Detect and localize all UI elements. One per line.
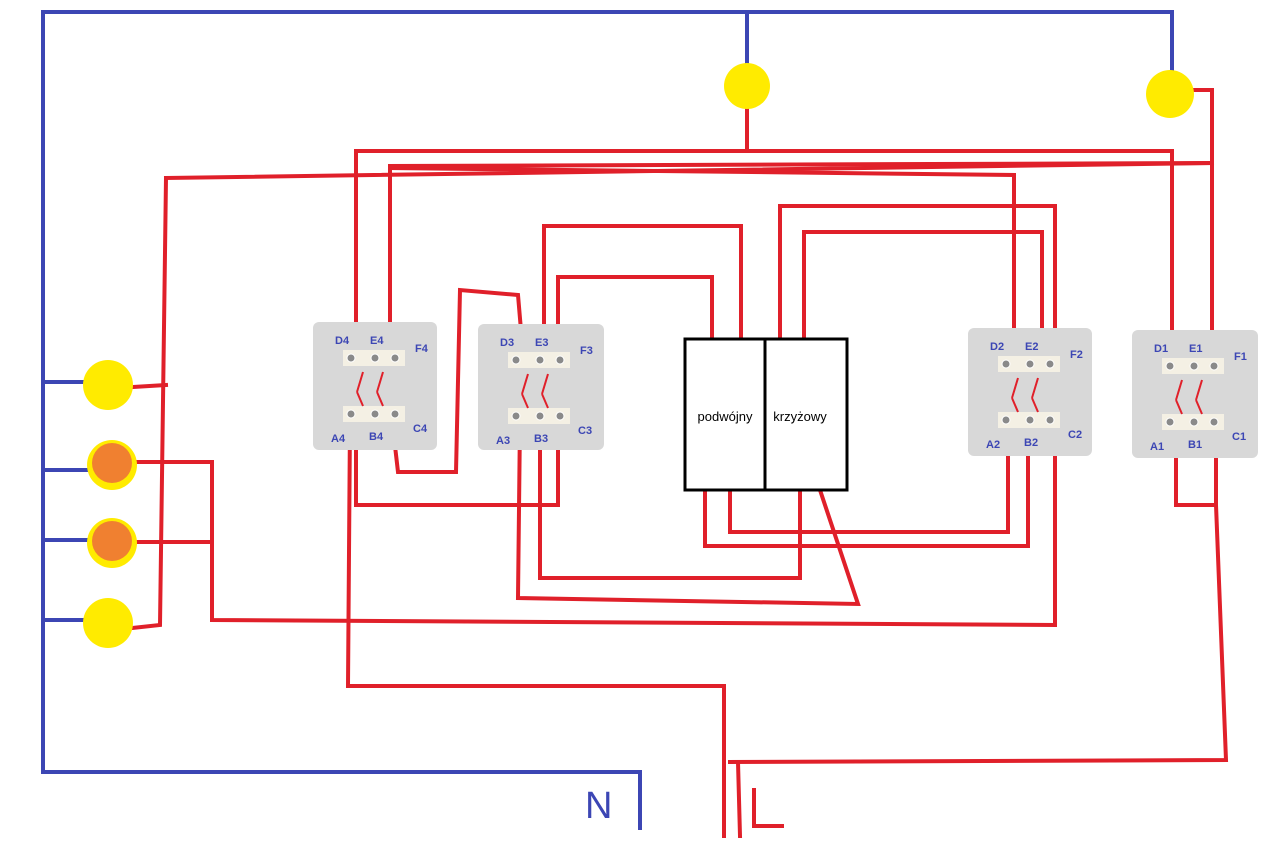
terminal-screw [511,411,521,421]
terminal-label: F2 [1070,349,1083,361]
lamp-left-1 [83,360,133,410]
contact-line [1175,399,1183,415]
terminal-screw [1001,359,1011,369]
contact-line [1011,397,1019,413]
terminal-label: B2 [1024,437,1038,449]
terminal-label: C4 [413,423,428,435]
neutral-label: N [585,785,612,827]
terminal-screw [1045,415,1055,425]
terminal-screw [535,355,545,365]
lamp-left-3-inner [92,521,132,561]
terminal-screw [370,409,380,419]
terminal-screw [1209,361,1219,371]
terminal-label: E2 [1025,341,1038,353]
terminal-screw [1189,361,1199,371]
terminal-screw [346,409,356,419]
terminal-screw [511,355,521,365]
lamp-top-center [724,63,770,109]
terminal-screw [346,353,356,363]
contact-line [521,393,529,409]
terminal-label: C2 [1068,429,1082,441]
terminal-label: E1 [1189,343,1202,355]
contact-line [1031,397,1039,413]
lamps [83,63,1194,648]
contact-line [1195,399,1203,415]
terminal-screw [1209,417,1219,427]
contact-line [356,371,364,393]
terminal-screw [370,353,380,363]
terminal-screw [1025,415,1035,425]
contact-line [521,373,529,395]
terminal-label: D2 [990,341,1004,353]
switch-boxes: podwójny krzyżowy [683,337,849,492]
neutral-wires [41,10,1174,830]
contact-line [1195,379,1203,401]
terminal-screw [1001,415,1011,425]
terminal-label: E4 [370,335,384,347]
contact-line [356,391,364,407]
terminal-label: F1 [1234,351,1247,363]
contact-line [376,391,384,407]
terminal-screw [390,409,400,419]
terminal-screw [390,353,400,363]
contact-line [1175,379,1183,401]
terminal-label: B4 [369,431,384,443]
terminal-label: F4 [415,343,429,355]
terminal-label: B1 [1188,439,1202,451]
terminal-label: C1 [1232,431,1246,443]
terminal-label: D3 [500,337,514,349]
terminal-screw [535,411,545,421]
terminal-screw [1189,417,1199,427]
terminal-label: C3 [578,425,592,437]
terminal-label: A3 [496,435,510,447]
terminal-label: A1 [1150,441,1164,453]
double-switch-label: podwójny [698,409,753,424]
terminal-label: B3 [534,433,548,445]
terminal-label: D4 [335,335,350,347]
terminal-screw [1165,361,1175,371]
terminal-screw [1165,417,1175,427]
terminal-label: A4 [331,433,346,445]
terminal-label: F3 [580,345,593,357]
terminal-screw [1025,359,1035,369]
cross-switch-label: krzyżowy [773,409,827,424]
terminal-screw [555,411,565,421]
double-switch-box [683,337,767,492]
terminal-label: E3 [535,337,548,349]
live-wires [129,88,1229,839]
terminal-screw [555,355,565,365]
contact-line [541,393,549,409]
terminal-label: A2 [986,439,1000,451]
contact-line [1031,377,1039,399]
contact-line [541,373,549,395]
contact-line [376,371,384,393]
terminal-label: D1 [1154,343,1168,355]
lamp-left-4 [83,598,133,648]
terminal-screw [1045,359,1055,369]
lamp-top-right [1146,70,1194,118]
lamp-left-2-inner [92,443,132,483]
cross-switch-box [763,337,849,492]
contact-line [1011,377,1019,399]
